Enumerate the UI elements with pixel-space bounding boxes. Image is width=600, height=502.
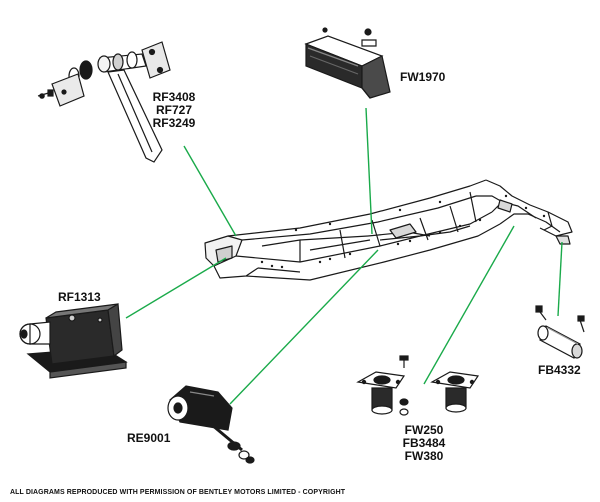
leader-fw1970 (365, 107, 373, 235)
rf3408-part-illustration (37, 41, 171, 163)
part-number-label-rf1313: RF1313 (58, 290, 101, 304)
part-number-label: FW380 (404, 449, 444, 463)
leader-fw250 (423, 225, 515, 385)
part-number-label: RF3249 (152, 116, 196, 130)
re9001-part-illustration (167, 385, 255, 464)
fw1970-part-illustration (304, 27, 391, 99)
chassis-frame (204, 179, 573, 281)
leader-rf3408 (183, 145, 237, 237)
part-label-group-rf3408: RF3408 RF727 RF3249 (150, 91, 198, 130)
leader-re9001 (229, 249, 379, 405)
part-number-label: RF3408 (152, 90, 196, 104)
part-number-label: FW250 (404, 423, 444, 437)
leader-fb4332 (557, 241, 563, 317)
part-number-label: FB3484 (402, 436, 446, 450)
part-number-label: RF727 (155, 103, 193, 117)
part-number-label-fb4332: FB4332 (538, 363, 581, 377)
fb4332-part-illustration (535, 305, 585, 359)
part-label-group-fw250: FW250 FB3484 FW380 (400, 424, 448, 463)
copyright-notice: ALL DIAGRAMS REPRODUCED WITH PERMISSION … (10, 489, 346, 496)
leader-rf1313 (125, 257, 227, 319)
leader-lines (125, 107, 563, 405)
rf1313-part-illustration (19, 302, 128, 379)
part-number-label-re9001: RE9001 (127, 431, 171, 445)
part-number-label-fw1970: FW1970 (400, 70, 446, 84)
fw250-part-illustration (356, 355, 480, 416)
